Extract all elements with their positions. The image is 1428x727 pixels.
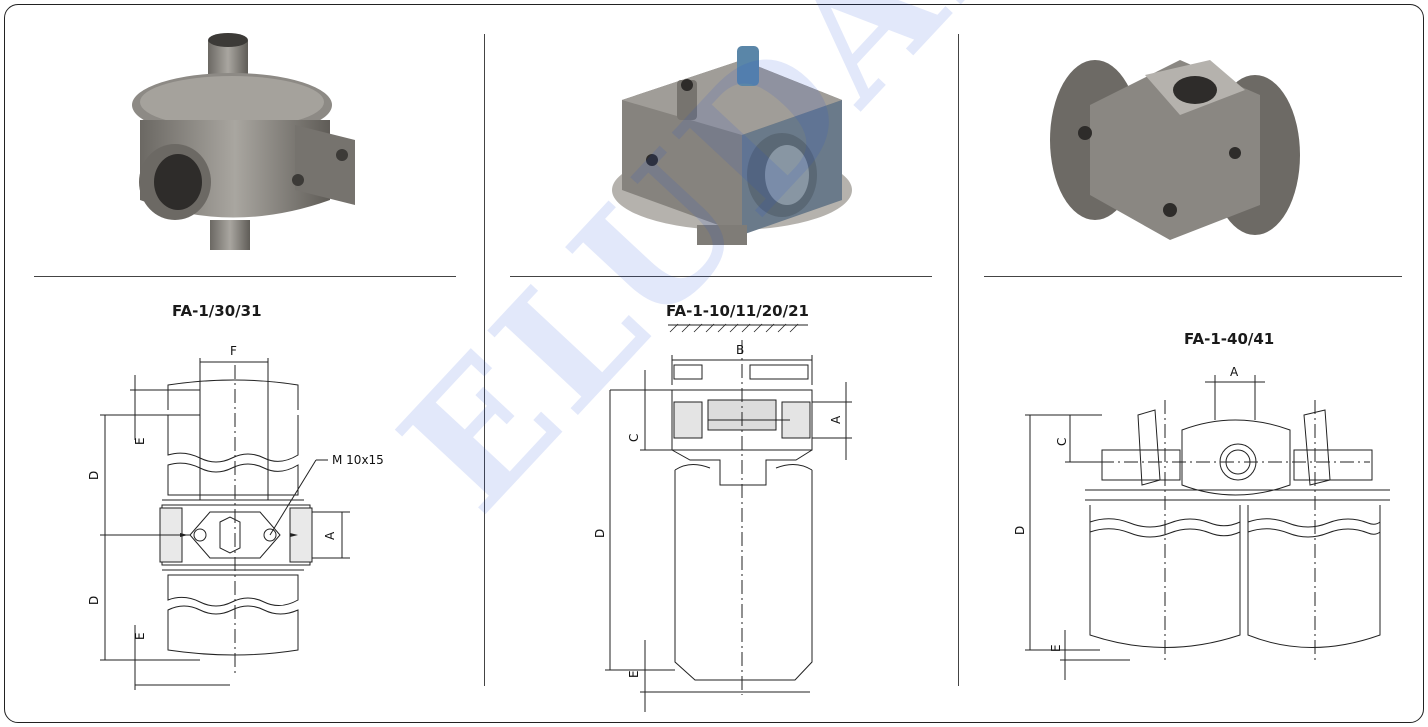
dim-label-c: C bbox=[627, 434, 641, 442]
dim-label-b: B bbox=[736, 343, 744, 357]
dim-label-d: D bbox=[593, 529, 607, 538]
technical-drawing-fa-1-30-31: F E D A D E M 10x15 bbox=[87, 344, 384, 690]
model-title-3: FA-1-40/41 bbox=[1184, 330, 1275, 348]
product-photo-fa-1-30-31 bbox=[132, 33, 355, 250]
dim-label-c: C bbox=[1055, 438, 1069, 446]
model-title-2: FA-1-10/11/20/21 bbox=[666, 302, 809, 320]
separator-1 bbox=[34, 276, 456, 277]
dim-label-d: D bbox=[1013, 526, 1027, 535]
dim-label-f: F bbox=[230, 344, 237, 358]
thread-label: M 10x15 bbox=[332, 453, 384, 467]
dim-label-d-bottom: D bbox=[87, 596, 101, 605]
page-frame bbox=[4, 4, 1424, 723]
separator-3 bbox=[984, 276, 1402, 277]
dim-label-e: E bbox=[627, 670, 641, 678]
technical-drawing-fa-1-40-41: A C D E bbox=[1013, 365, 1390, 680]
dim-label-a: A bbox=[829, 415, 843, 424]
divider-1 bbox=[484, 34, 485, 686]
separator-2 bbox=[510, 276, 932, 277]
dim-label-d-top: D bbox=[87, 471, 101, 480]
divider-2 bbox=[958, 34, 959, 686]
technical-drawing-fa-1-10-11-20-21: B A C D E bbox=[593, 323, 852, 712]
product-photo-fa-1-40-41 bbox=[1050, 60, 1300, 240]
dim-label-e-top: E bbox=[133, 437, 147, 445]
dim-label-a: A bbox=[1230, 365, 1239, 379]
dim-label-a: A bbox=[323, 531, 337, 540]
product-photo-fa-1-10-11-20-21 bbox=[612, 46, 852, 245]
model-title-1: FA-1/30/31 bbox=[172, 302, 262, 320]
dim-label-e-bottom: E bbox=[133, 632, 147, 640]
dim-label-e: E bbox=[1049, 644, 1063, 652]
